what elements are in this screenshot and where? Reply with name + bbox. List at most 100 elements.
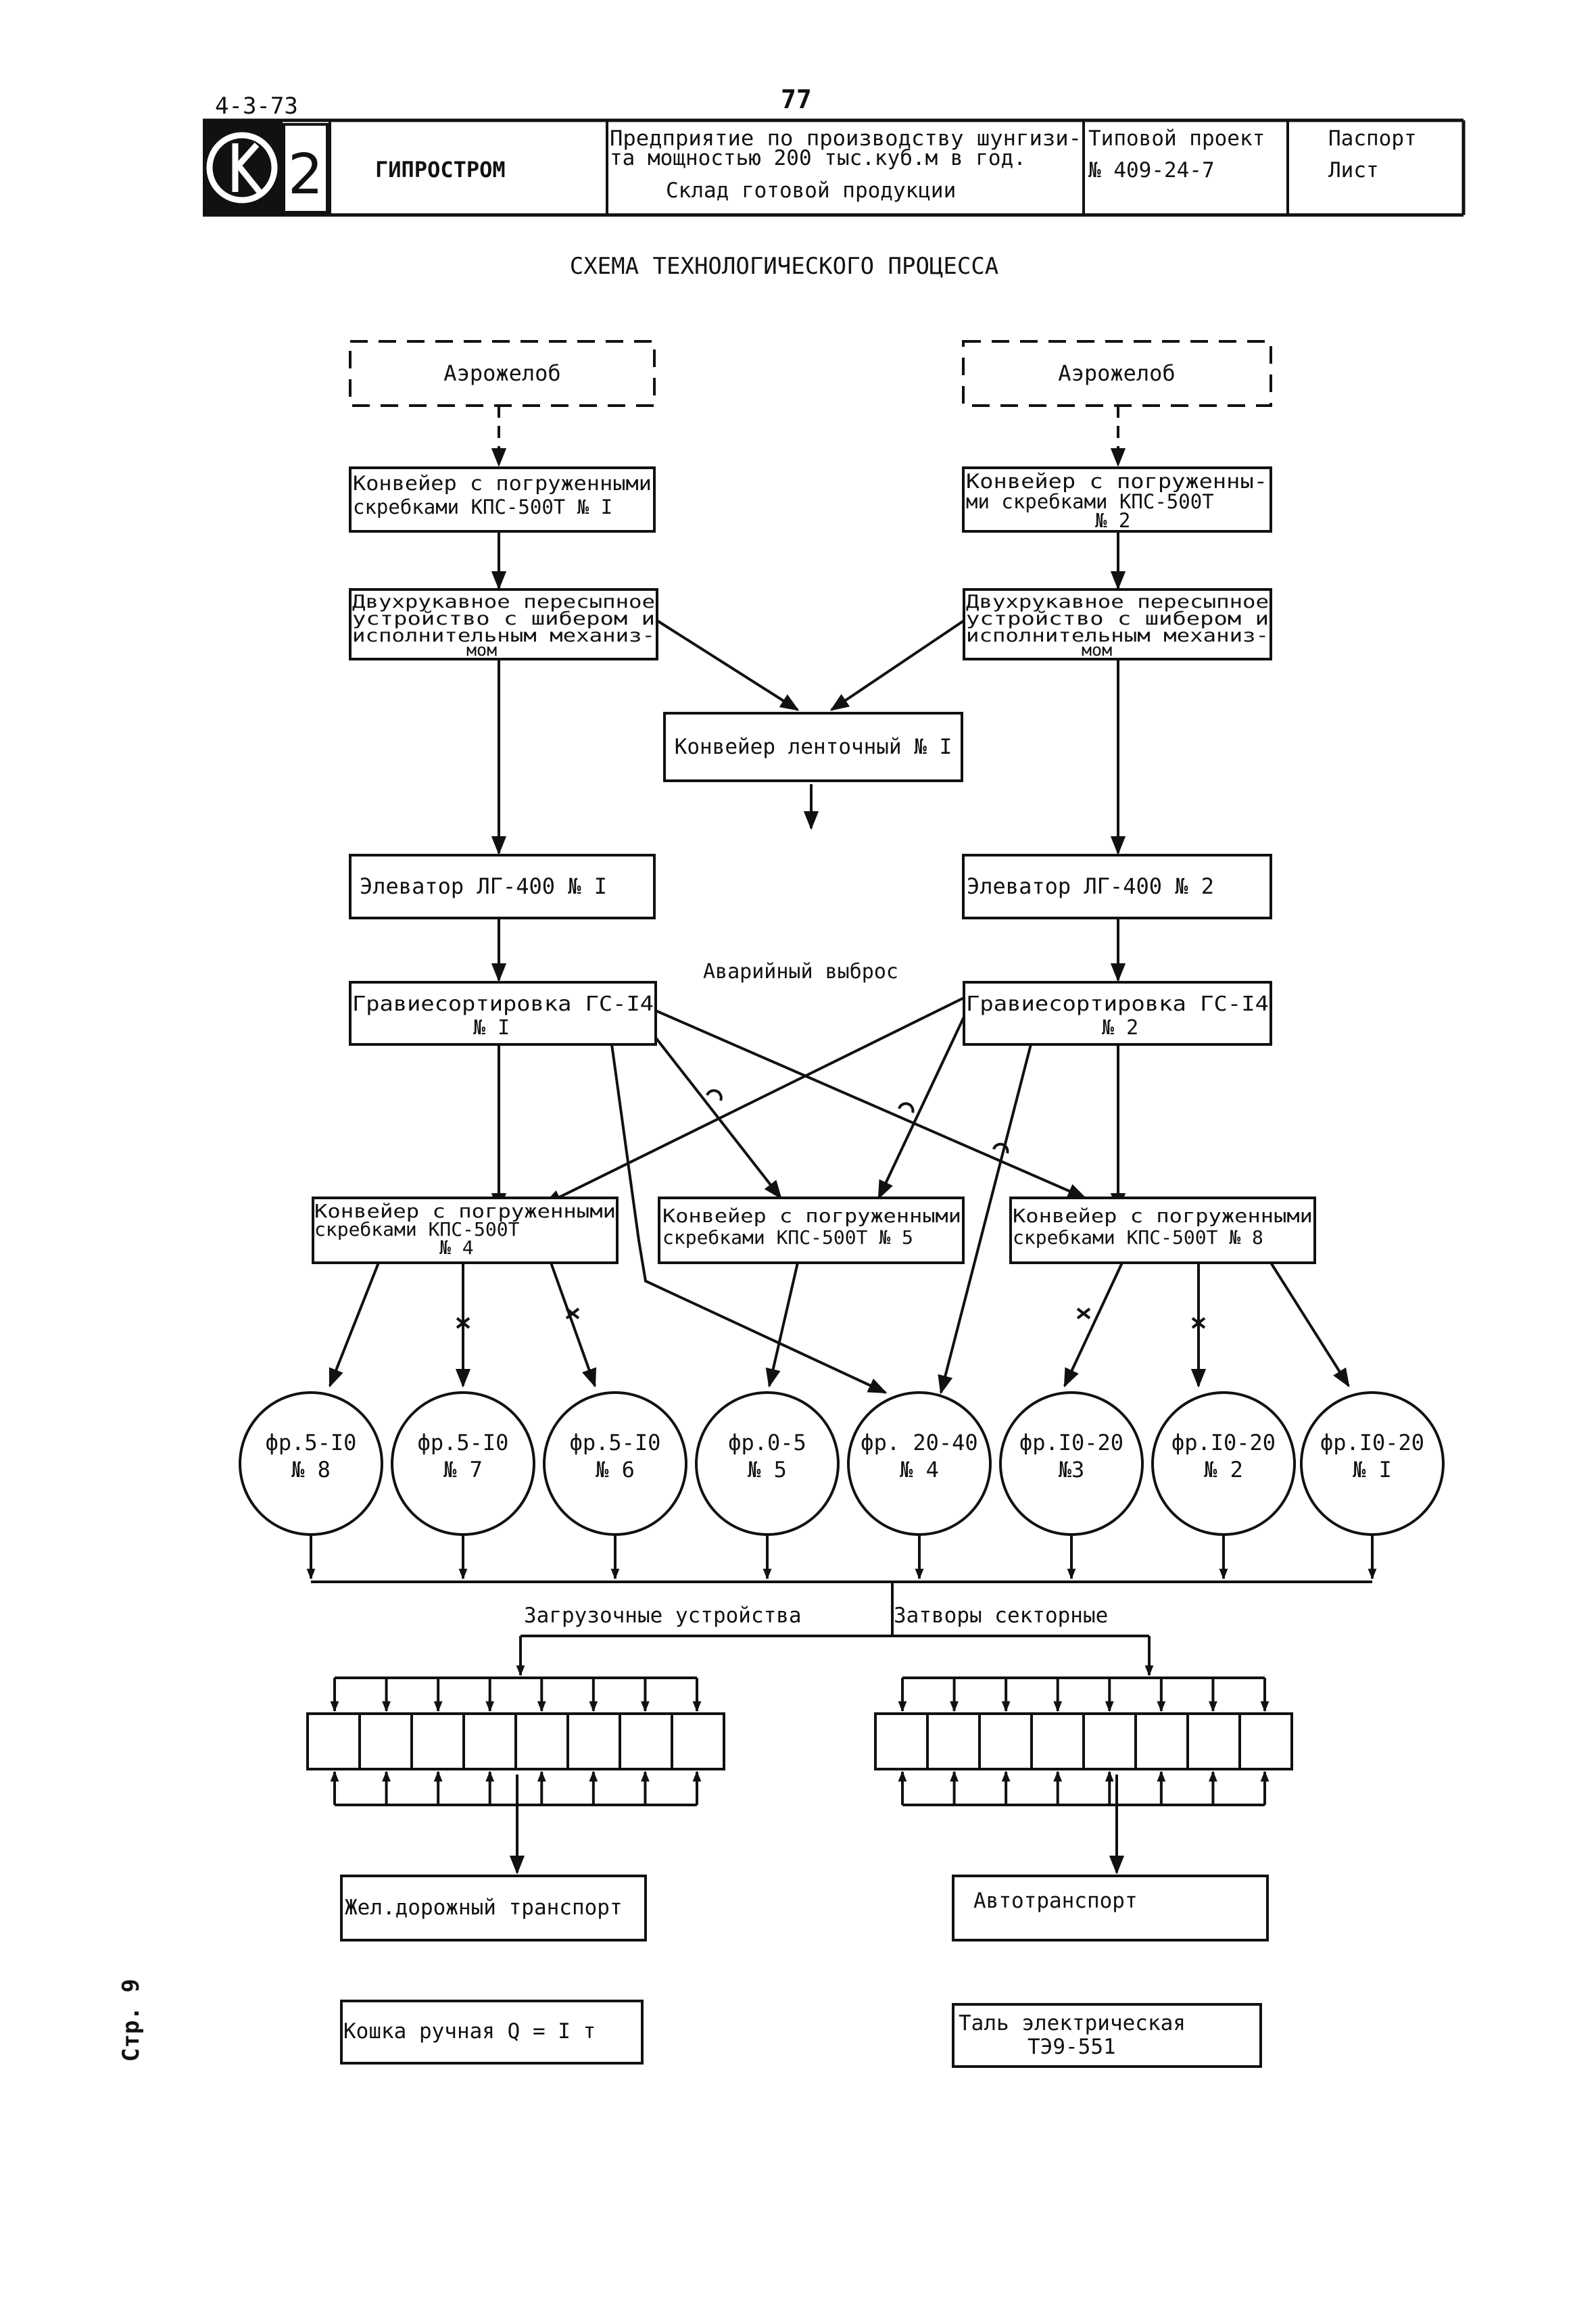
- silo-fraction: фр.I0-20: [1320, 1430, 1424, 1455]
- doc-type: Паспорт: [1328, 126, 1417, 151]
- sorter-1-label-2: № I: [473, 1016, 510, 1040]
- emergency-discharge-label: Аварийный выброс: [703, 960, 898, 984]
- scraper-conveyor-4: Конвейер с погруженными скребками КПС-50…: [312, 1197, 619, 1264]
- transfer-right-line-4: мом: [1082, 640, 1112, 660]
- gate-cell: [874, 1712, 929, 1770]
- silo-4: фр.0-5№ 5: [695, 1391, 840, 1536]
- flow-conv8-silo3: [1063, 1262, 1123, 1388]
- conveyor-2-label-1: Конвейер с погруженны-: [966, 470, 1267, 493]
- silo-fraction: фр.5-I0: [570, 1430, 661, 1455]
- flow-transfer-left-belt: [656, 619, 800, 711]
- aerochute-left: Аэрожелоб: [349, 340, 656, 407]
- silo-number: № 7: [443, 1457, 483, 1482]
- conveyor-1-label-2: скребками КПС-500Т № I: [353, 496, 612, 518]
- enterprise-line-2: та мощностью 200 тыс.куб.м в год.: [610, 146, 1026, 170]
- gate-cell: [619, 1712, 673, 1770]
- conveyor-4-label-3: № 4: [439, 1236, 474, 1259]
- transfer-device-right: Двухрукавное пересыпное устройство с шиб…: [963, 588, 1272, 660]
- electric-hoist: Таль электрическая ТЭ9-551: [952, 2003, 1262, 2068]
- subject: Склад готовой продукции: [666, 178, 956, 203]
- aerochute-right: Аэрожелоб: [962, 340, 1272, 407]
- silo-number: № I: [1353, 1457, 1392, 1482]
- line-crossing-mark: [898, 1102, 915, 1113]
- flow-sort2-silo4: [938, 1044, 1032, 1395]
- silo-number: № 5: [748, 1457, 787, 1482]
- flow-conv5-silo5: [765, 1262, 799, 1388]
- elevator-1-label: Элеватор ЛГ-400 № I: [360, 873, 607, 899]
- gate-cell: [514, 1712, 569, 1770]
- silo-fraction: фр.I0-20: [1171, 1430, 1276, 1455]
- auto-transport: Автотранспорт: [952, 1875, 1269, 1941]
- sk-logo: 2: [203, 120, 329, 215]
- silo-circle: [239, 1391, 383, 1536]
- line-crossing-mark: [992, 1142, 1009, 1154]
- electric-hoist-label-2: ТЭ9-551: [1027, 2035, 1116, 2059]
- silo-fraction: фр.5-I0: [266, 1430, 357, 1455]
- scraper-conveyor-2: Конвейер с погруженны- ми скребками КПС-…: [962, 466, 1272, 533]
- flow-connectors: [306, 406, 1377, 1676]
- scraper-conveyor-1: Конвейер с погруженными скребками КПС-50…: [349, 466, 656, 533]
- silo-number: № 4: [900, 1457, 939, 1482]
- doc-code: 4-3-73: [215, 93, 298, 120]
- project-line-1: Типовой проект: [1088, 126, 1265, 151]
- silo-fraction: фр.0-5: [728, 1430, 806, 1455]
- scraper-conveyor-5: Конвейер с погруженными скребками КПС-50…: [658, 1197, 965, 1264]
- gate-cell: [1186, 1712, 1241, 1770]
- diagram-title: СХЕМА ТЕХНОЛОГИЧЕСКОГО ПРОЦЕССА: [570, 253, 999, 280]
- flow-sort1-conv8: [655, 1009, 1087, 1199]
- gate-cell: [410, 1712, 465, 1770]
- silo-circle: [847, 1391, 992, 1536]
- gravel-sorter-1: Гравиесортировка ГС-I4 № I: [349, 981, 657, 1046]
- title-block: 4-3-73 77 2 ГИПРОСТРОМ Предприятие по пр…: [203, 85, 1466, 217]
- sorter-2-label-1: Гравиесортировка ГС-I4: [966, 992, 1269, 1016]
- sheet-label: Лист: [1328, 158, 1379, 183]
- gate-rows: [306, 1676, 1293, 1806]
- enterprise-line-1: Предприятие по производству шунгизи-: [610, 126, 1082, 151]
- flow-conv4-silo8: [329, 1262, 380, 1388]
- sorter-1-label-1: Гравиесортировка ГС-I4: [352, 992, 654, 1016]
- elevator-1: Элеватор ЛГ-400 № I: [349, 854, 656, 919]
- gate-cell: [566, 1712, 621, 1770]
- conveyor-1-label-1: Конвейер с погруженными: [353, 472, 652, 495]
- sector-gate-row: [874, 1676, 1293, 1806]
- silo-number: № 8: [291, 1457, 331, 1482]
- transfer-right-line-3: исполнительным механиз-: [966, 625, 1269, 646]
- transfer-right-line-1: Двухрукавное пересыпное: [966, 592, 1269, 612]
- transfer-left-line-1: Двухрукавное пересыпное: [352, 592, 655, 612]
- silo-fraction: фр. 20-40: [861, 1430, 977, 1455]
- belt-conveyor-label: Конвейер ленточный № I: [675, 735, 952, 759]
- sector-gates-label: Затворы секторные: [894, 1603, 1108, 1628]
- scraper-conveyor-8: Конвейер с погруженными скребками КПС-50…: [1009, 1197, 1316, 1264]
- conveyor-4-label-1: Конвейер с погруженными: [314, 1200, 616, 1222]
- gate-cell: [306, 1712, 361, 1770]
- rail-transport-label: Жел.дорожный транспорт: [345, 1896, 623, 1920]
- transfer-left-line-4: мом: [466, 640, 497, 660]
- loading-device-row: [306, 1676, 725, 1806]
- silo-circle: [999, 1391, 1144, 1536]
- conveyor-2-label-3: № 2: [1095, 509, 1130, 532]
- elevator-2-label: Элеватор ЛГ-400 № 2: [967, 873, 1214, 899]
- aerochute-right-label: Аэрожелоб: [1058, 360, 1175, 386]
- side-page-label: Стр. 9: [118, 1979, 145, 2062]
- transfer-left-line-3: исполнительным механиз-: [352, 625, 655, 646]
- conveyor-4-label-2: скребками КПС-500Т: [314, 1218, 520, 1240]
- flow-conv8-silo1: [1269, 1261, 1350, 1388]
- collector-lines: [306, 1533, 1377, 1676]
- flow-sort2-conv5: [877, 1013, 967, 1200]
- organization-name: ГИПРОСТРОМ: [375, 157, 506, 183]
- gate-cell: [358, 1712, 413, 1770]
- flow-sort1-silo4: [610, 1044, 888, 1394]
- conveyor-5-label-1: Конвейер с погруженными: [662, 1205, 961, 1227]
- line-crossing-mark: [706, 1089, 723, 1101]
- conveyor-5-label-2: скребками КПС-500Т № 5: [662, 1226, 913, 1249]
- gravel-sorter-2: Гравиесортировка ГС-I4 № 2: [963, 981, 1272, 1046]
- gate-cell: [926, 1712, 981, 1770]
- hand-trolley-label: Кошка ручная Q = I т: [343, 2019, 596, 2044]
- conveyor-8-label-1: Конвейер с погруженными: [1013, 1205, 1313, 1227]
- silo-circle: [695, 1391, 840, 1536]
- gate-cell: [978, 1712, 1033, 1770]
